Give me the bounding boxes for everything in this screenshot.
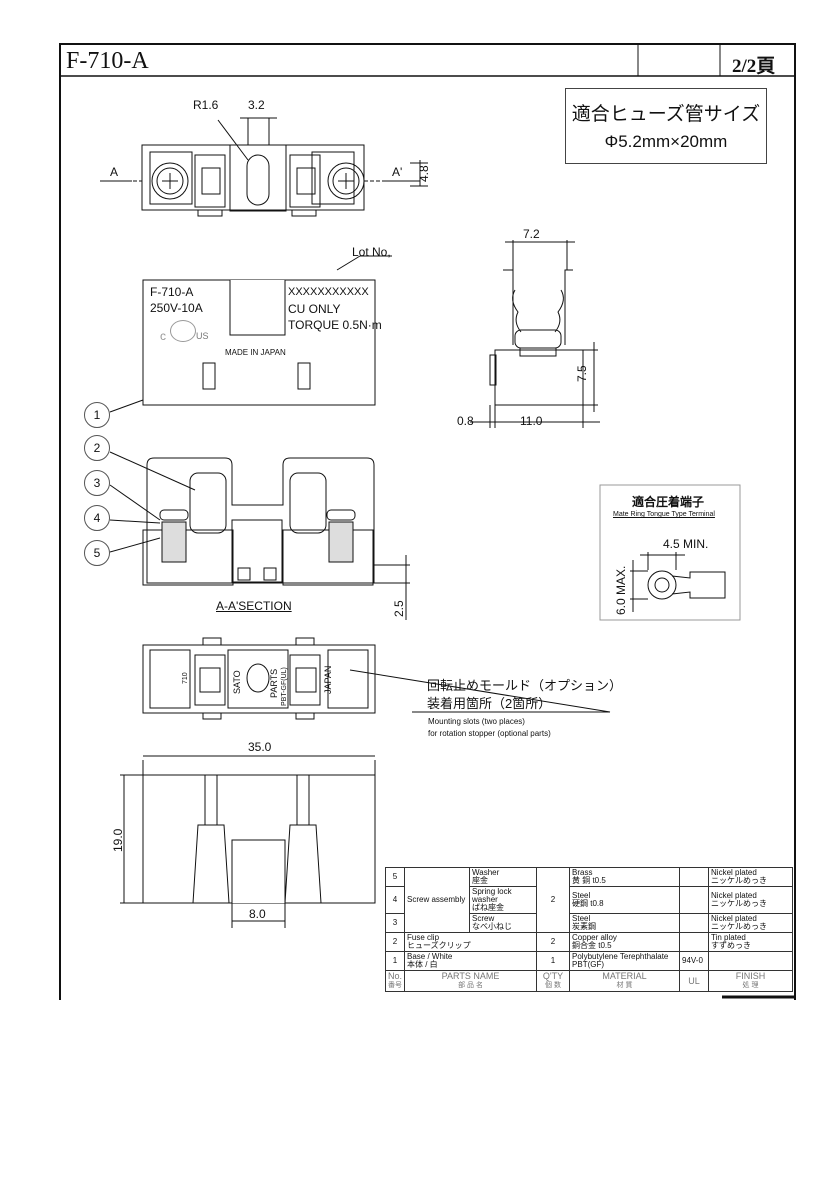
section-a2-label: A' (392, 165, 403, 179)
cu-only-label: CU ONLY (288, 302, 341, 316)
section-title: A-A'SECTION (216, 599, 292, 613)
callout-4: 4 (84, 505, 110, 531)
mark-pbt: PBT-GF(UL) (281, 667, 288, 706)
made-in-label: MADE IN JAPAN (225, 348, 286, 357)
fuse-size-title: 適合ヒューズ管サイズ (571, 104, 761, 125)
option-note-en1: Mounting slots (two places) (428, 717, 525, 726)
terminal-title: 適合圧着端子 (632, 495, 705, 509)
lower-width: 35.0 (248, 740, 272, 754)
torque-label: TORQUE 0.5N·m (288, 318, 382, 332)
bottom-view (142, 637, 611, 720)
callout-2: 2 (84, 435, 110, 461)
ul-mark-logo (170, 320, 196, 342)
side-top-dim: 7.2 (523, 227, 540, 241)
rating-label: 250V-10A (150, 301, 203, 315)
side-right-dim: 7.5 (575, 365, 589, 382)
fuse-size-box: 適合ヒューズ管サイズ Φ5.2mm×20mm (565, 88, 767, 164)
section-a-label: A (110, 165, 119, 179)
height-label: 4.8 (417, 165, 431, 182)
callout-5: 5 (84, 540, 110, 566)
lower-slot: 8.0 (249, 907, 266, 921)
ul-mark-us: US (196, 331, 209, 341)
callout-3: 3 (84, 470, 110, 496)
ul-mark-c: c (160, 329, 166, 343)
radius-label: R1.6 (193, 98, 219, 112)
mark-parts: PARTS (269, 668, 279, 698)
mark-japan: JAPAN (323, 665, 333, 694)
section-view (109, 451, 410, 620)
lot-code: XXXXXXXXXXX (288, 286, 369, 298)
sheet-border (59, 43, 796, 1000)
mark-sato: SATO (232, 670, 242, 694)
lower-height: 19.0 (111, 828, 125, 852)
option-note-jp2: 装着用箇所（2箇所） (427, 696, 552, 711)
model-label: F-710-A (150, 285, 194, 299)
terminal-box (599, 484, 741, 621)
lot-label: Lot No, (352, 245, 391, 259)
callout-1: 1 (84, 402, 110, 428)
fuse-size-value: Φ5.2mm×20mm (604, 132, 728, 151)
terminal-subtitle: Mate Ring Tongue Type Terminal (613, 511, 715, 518)
mark-710: 710 (182, 672, 189, 684)
lower-view (120, 755, 376, 928)
terminal-height: 6.0 MAX. (614, 565, 628, 615)
option-note-en2: for rotation stopper (optional parts) (428, 729, 551, 738)
option-note-jp1: 回転止めモールド（オプション） (427, 678, 623, 693)
side-left-dim: 0.8 (457, 414, 474, 428)
document-id: F-710-A (66, 48, 149, 74)
top-view (100, 117, 428, 217)
front-view (109, 255, 392, 413)
terminal-width: 4.5 MIN. (663, 537, 709, 551)
width-label: 3.2 (248, 98, 265, 112)
page-number: 2/2頁 (732, 56, 776, 77)
side-bottom-dim: 11.0 (520, 414, 543, 428)
section-dim: 2.5 (392, 600, 406, 617)
side-view (470, 240, 600, 428)
